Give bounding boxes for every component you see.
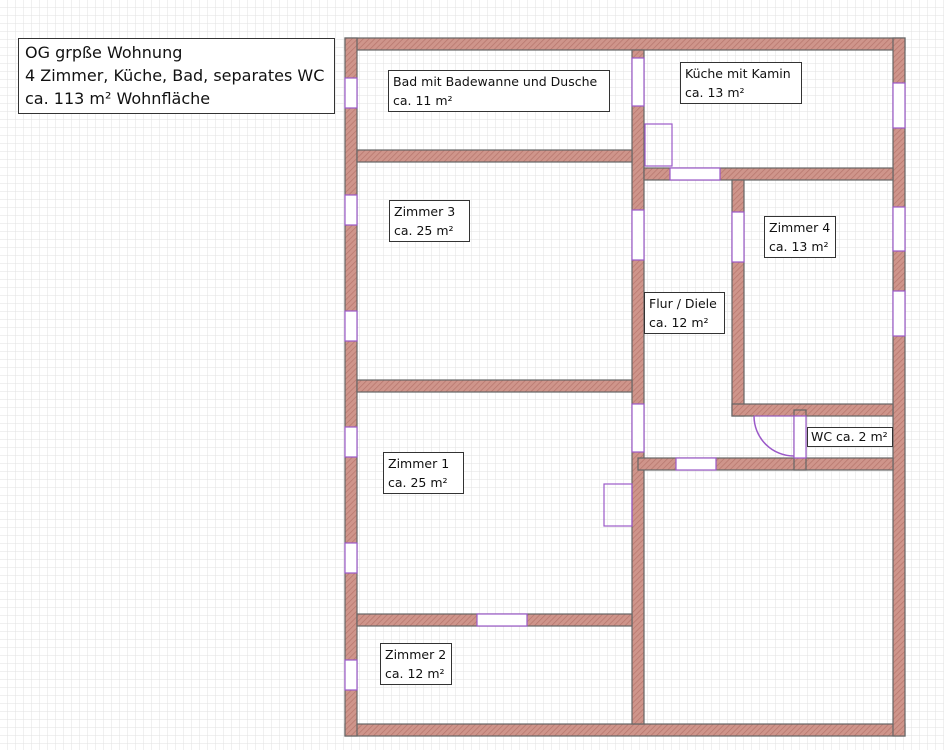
wall [631,49,645,725]
room-name: Küche mit Kamin [685,66,791,81]
door-opening [675,457,717,471]
openings [344,57,906,691]
window [344,77,358,109]
room-label-bad: Bad mit Badewanne und Dusche ca. 11 m² [388,70,610,112]
door-opening [669,167,721,181]
room-name: Flur / Diele [649,296,717,311]
room-area: ca. 12 m² [385,666,445,681]
room-label-flur: Flur / Diele ca. 12 m² [644,292,725,334]
wc-door-swing [753,415,795,457]
window [344,659,358,691]
door-opening [476,613,528,627]
room-label-wc: WC ca. 2 m² [807,427,893,447]
room-label-zimmer3: Zimmer 3 ca. 25 m² [389,200,470,242]
wall [344,723,906,737]
room-label-zimmer2: Zimmer 2 ca. 12 m² [380,643,452,685]
title-line-2: 4 Zimmer, Küche, Bad, separates WC [25,66,325,85]
window [344,426,358,458]
wall [344,37,906,51]
wall [356,149,633,163]
wall [344,37,358,737]
room-area: ca. 11 m² [393,93,453,108]
room-label-kueche: Küche mit Kamin ca. 13 m² [680,62,802,104]
fireplace [644,123,673,167]
window [344,194,358,226]
door-opening [631,403,645,453]
chimney-shaft [603,483,633,527]
window [892,290,906,337]
wall [731,403,894,417]
door-opening [631,57,645,107]
title-line-1: OG grpße Wohnung [25,43,183,62]
window [344,542,358,574]
door-opening [731,211,745,263]
door-opening [631,209,645,261]
room-label-zimmer1: Zimmer 1 ca. 25 m² [383,452,464,494]
room-name: Bad mit Badewanne und Dusche [393,74,598,89]
door-opening [793,415,807,459]
room-area: ca. 25 m² [394,223,454,238]
room-area: ca. 13 m² [685,85,745,100]
window [344,310,358,342]
room-name: WC ca. 2 m² [811,429,888,444]
room-label-zimmer4: Zimmer 4 ca. 13 m² [764,216,836,258]
wall [356,379,633,393]
window [892,82,906,129]
room-name: Zimmer 1 [388,456,450,471]
room-name: Zimmer 2 [385,647,447,662]
title-line-3: ca. 113 m² Wohnfläche [25,89,211,108]
window [892,206,906,252]
wall [892,37,906,737]
room-name: Zimmer 4 [769,220,831,235]
room-area: ca. 13 m² [769,239,829,254]
plan-title-box: OG grpße Wohnung 4 Zimmer, Küche, Bad, s… [18,38,335,114]
room-area: ca. 12 m² [649,315,709,330]
room-name: Zimmer 3 [394,204,456,219]
room-area: ca. 25 m² [388,475,448,490]
